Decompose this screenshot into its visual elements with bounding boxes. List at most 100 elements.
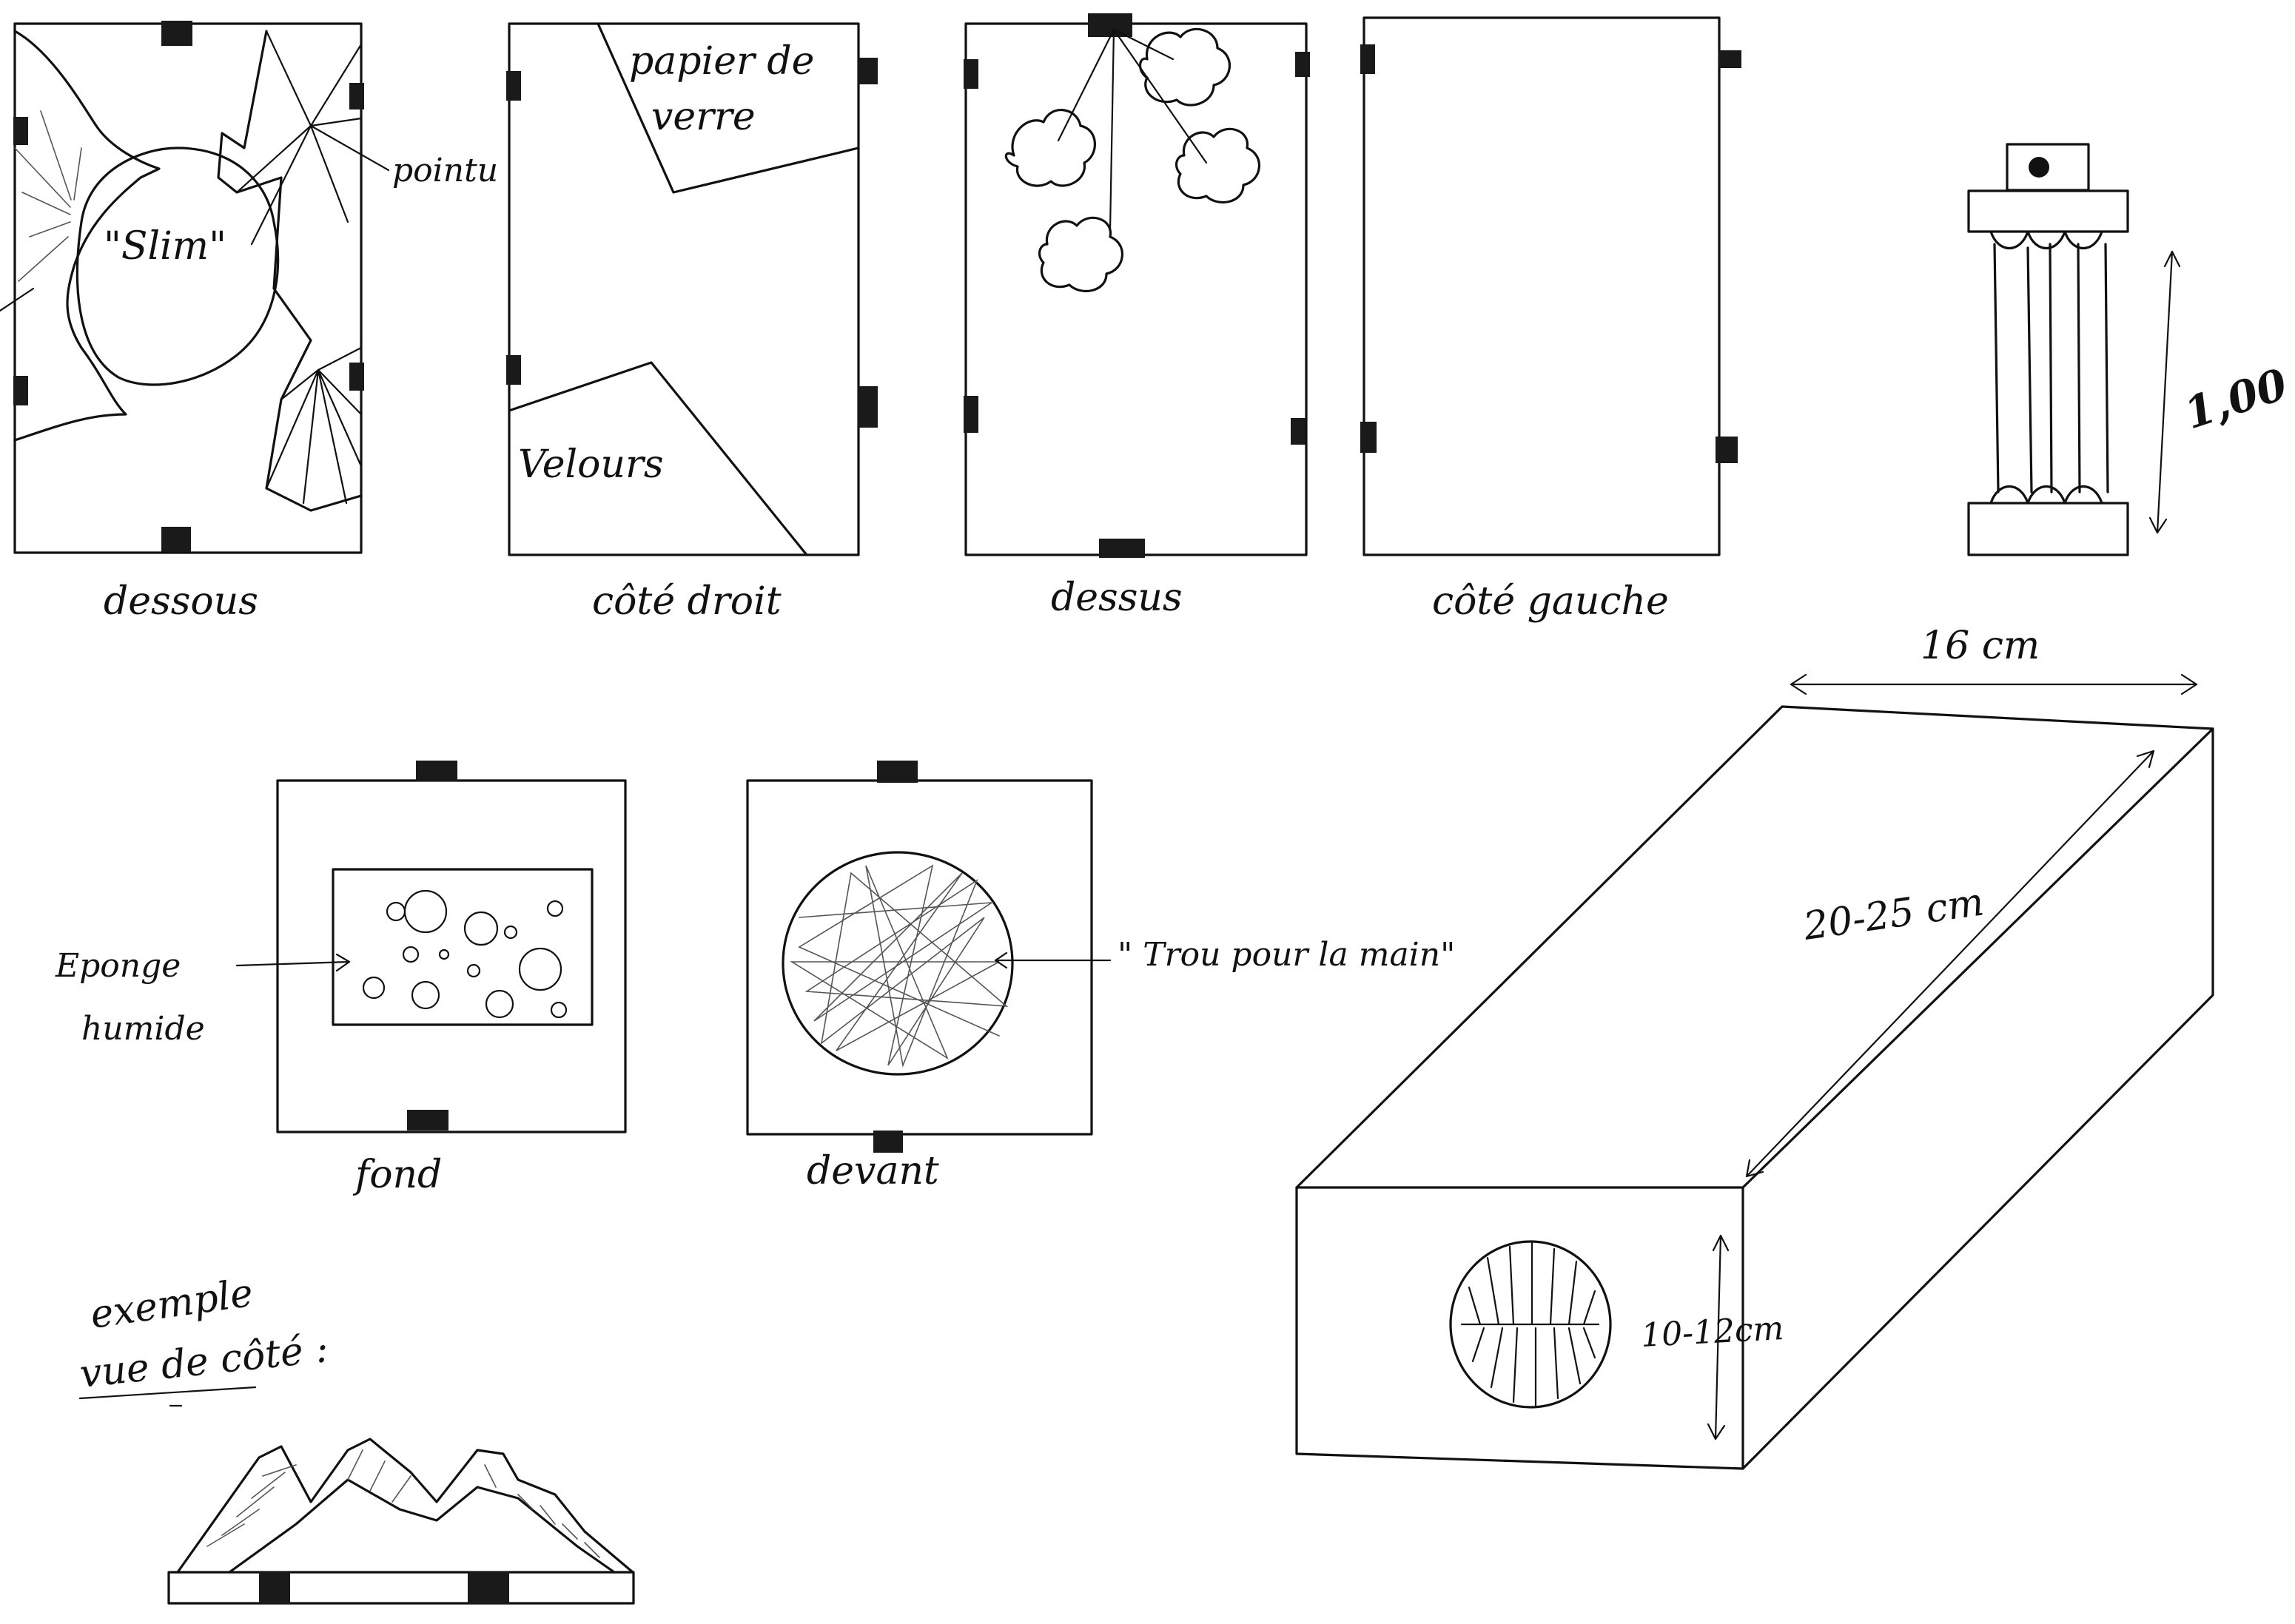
fastener-tab [349,363,364,391]
sponge-label-2: humide [81,1010,205,1048]
branch-lines [1057,28,1208,231]
pointy-lines [265,346,363,505]
sponge-hole [362,976,386,1000]
box-length-arrow [1745,749,2155,1178]
fastener-tab [1716,437,1738,463]
panel-cote-droit-frame [508,22,860,556]
sponge-hole [518,947,562,991]
pointer-arrow [0,287,35,312]
panel-fond-frame [276,779,627,1133]
sponge-hole [386,901,406,922]
box-hand-hole [1449,1240,1612,1409]
panel-dessous: "Slim" pointu dessous [0,21,498,624]
hand-hole-scribble [790,864,1009,1068]
fastener-tab [964,59,978,89]
sandpaper-zone [597,22,860,194]
cloud-puff [1004,109,1096,187]
stand-top-bar [1967,189,2129,233]
panel-cote-gauche-frame [1362,16,1721,556]
box-top-face [1295,705,2214,1189]
pointu-label: pointu [392,152,498,189]
sandpaper-label-1: papier de [629,39,814,84]
velvet-label: Velours [518,442,664,487]
panel-cote-droit-label: côté droit [592,579,782,624]
box-width-label: 16 cm [1921,624,2040,668]
panel-fond-label: fond [352,1153,442,1197]
velvet-zone [508,361,808,556]
example-underline [78,1386,257,1407]
panel-fond: Eponge humide fond [55,761,627,1197]
panel-devant: " Trou pour la main" devant [746,761,1455,1193]
pointer-arrow [994,951,1112,969]
example-mountain-inner [228,1478,616,1574]
stand-height-label: 1,00 m [2178,340,2295,439]
camera-lens-icon [2029,157,2049,178]
stand-base [1967,502,2129,556]
fastener-tab [407,1110,448,1131]
fastener-tab [873,1131,903,1153]
example-title-2: vue de côté : [78,1327,330,1397]
example-title-1: exemple [87,1271,255,1338]
pointer-arrow [235,953,351,972]
sponge [332,868,594,1026]
sponge-hole [403,889,448,934]
fastener-tab [877,761,918,783]
cloud-puff [1139,27,1231,107]
fastener-tab [1291,418,1306,445]
height-arrow [2148,250,2181,534]
sponge-hole [546,900,564,917]
fastener-tab [506,71,521,101]
fastener-tab [259,1571,290,1604]
example-mountain-hatch [206,1449,600,1558]
sponge-hole [411,980,440,1010]
fastener-tab [161,21,192,46]
stand-bottom-arches [1989,485,2103,505]
cloud-puff [1038,216,1123,292]
hand-hole-label: " Trou pour la main" [1118,936,1455,974]
example-side-view: exemple vue de côté : [78,1271,635,1605]
stand-columns [1993,243,2109,493]
sandpaper-label-2: verre [651,95,756,139]
fastener-tab [13,376,28,405]
box-height-arrow [1707,1234,1730,1441]
panel-cote-gauche: côté gauche [1360,16,1741,624]
sponge-hole [463,911,499,946]
panel-dessus-frame [964,22,1308,556]
panel-dessous-frame [13,22,363,554]
sponge-hole [503,925,518,940]
panel-dessus-label: dessus [1051,576,1183,620]
fastener-tab [964,396,978,433]
sponge-label-1: Eponge [55,947,181,985]
fastener-tab [1719,50,1741,68]
cloud-puff [1175,127,1260,203]
panel-cote-droit: papier de verre Velours côté droit [506,22,878,624]
fastener-tab [416,761,457,781]
example-mountain-outline [176,1438,634,1574]
fastener-tab [858,386,878,428]
stand-top-arches [1989,230,2103,250]
hand-hole [782,851,1014,1076]
box-height-label: 10-12cm [1640,1310,1785,1355]
box-right-face [1741,727,2214,1470]
fastener-tab [468,1571,509,1604]
box-width-arrow [1790,673,2198,695]
fastener-tab [161,527,191,552]
box-hand-hole-fringe [1460,1241,1600,1407]
fastener-tab [1360,422,1377,453]
leaf-veins [14,110,82,282]
slime-blob [75,146,280,386]
pointy-lines [235,30,363,246]
sponge-hole [466,963,481,978]
example-base-board [167,1571,635,1605]
fastener-tab [506,355,521,385]
fastener-tab [1088,13,1132,37]
stand-sketch: 1,00 m [1967,143,2295,556]
sponge-hole [485,989,514,1019]
box-length-label: 20-25 cm [1800,880,1986,949]
sponge-hole [438,949,450,960]
fastener-tab [349,83,364,109]
fastener-tab [13,117,28,145]
sponge-hole [550,1001,568,1019]
panel-devant-frame [746,779,1093,1136]
